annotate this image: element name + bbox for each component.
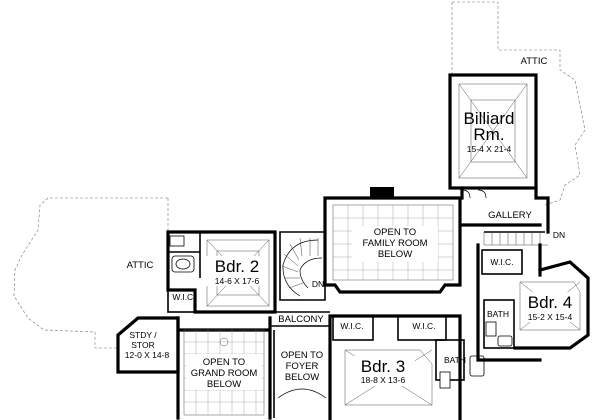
family-room-open-line2: FAMILY ROOM (362, 238, 427, 249)
billiard-room-name-2: Rm. (473, 125, 504, 144)
bedroom-4-wic: W.I.C. (490, 257, 513, 267)
grand-room-open-line1: OPEN TO (203, 357, 245, 368)
foyer-open-line2: FOYER (286, 361, 319, 372)
bedroom-3: W.I.C. W.I.C. Bdr. 3 18-8 X 13-6 BATH (328, 314, 485, 420)
bedroom-2-wic: W.I.C. (172, 292, 195, 302)
grand-room-open-line3: BELOW (207, 379, 241, 390)
study-dims: 12-0 X 14-8 (125, 350, 170, 360)
gallery-label: GALLERY (488, 210, 532, 221)
grand-room-open-line2: GRAND ROOM (191, 368, 258, 379)
bedroom-2: Bdr. 2 14-6 X 17-6 W.I.C. (166, 230, 277, 314)
bedroom-2-dims: 14-6 X 17-6 (215, 276, 260, 286)
bedroom-3-bath: BATH (444, 355, 466, 365)
bedroom-3-dims: 18-8 X 13-6 (361, 375, 406, 385)
attic-outline-left (13, 197, 169, 349)
stair-down-label: DN (312, 279, 324, 289)
grand-room-open: OPEN TO GRAND ROOM BELOW (176, 316, 272, 420)
balcony: BALCONY (270, 311, 330, 327)
family-room-open: OPEN TO FAMILY ROOM BELOW (323, 187, 462, 294)
family-room-open-line1: OPEN TO (374, 227, 416, 238)
bedroom-4: W.I.C. BATH Bdr. 4 15-2 X 15-4 (476, 243, 590, 362)
billiard-room: Billiard Rm. 15-4 X 21-4 (448, 73, 538, 190)
bedroom-3-wic-left: W.I.C. (340, 321, 363, 331)
foyer-open-line1: OPEN TO (281, 350, 323, 361)
study-label-2: STOR (131, 340, 154, 350)
bedroom-4-bath: BATH (487, 309, 509, 319)
bedroom-4-name: Bdr. 4 (528, 293, 572, 312)
foyer-open: OPEN TO FOYER BELOW (273, 330, 331, 418)
attic-left-label: ATTIC (127, 260, 154, 271)
billiard-room-dims: 15-4 X 21-4 (467, 144, 512, 154)
curved-staircase: DN (279, 231, 326, 301)
billiard-room-name: Billiard (463, 109, 514, 128)
bedroom-4-dims: 15-2 X 15-4 (528, 312, 573, 322)
bedroom-3-wic-right: W.I.C. (412, 321, 435, 331)
bedroom-3-name: Bdr. 3 (361, 357, 405, 376)
study-label-1: STDY / (129, 330, 157, 340)
family-room-open-line3: BELOW (378, 249, 412, 260)
gallery-down-label: DN (553, 230, 565, 240)
attic-top-label: ATTIC (521, 56, 548, 67)
balcony-label: BALCONY (278, 314, 324, 325)
study-storage: STDY / STOR 12-0 X 14-8 (116, 316, 180, 374)
attic-outline-right (451, 1, 586, 206)
gallery: GALLERY DN (460, 186, 565, 246)
foyer-open-line3: BELOW (285, 372, 319, 383)
bedroom-2-name: Bdr. 2 (215, 257, 259, 276)
